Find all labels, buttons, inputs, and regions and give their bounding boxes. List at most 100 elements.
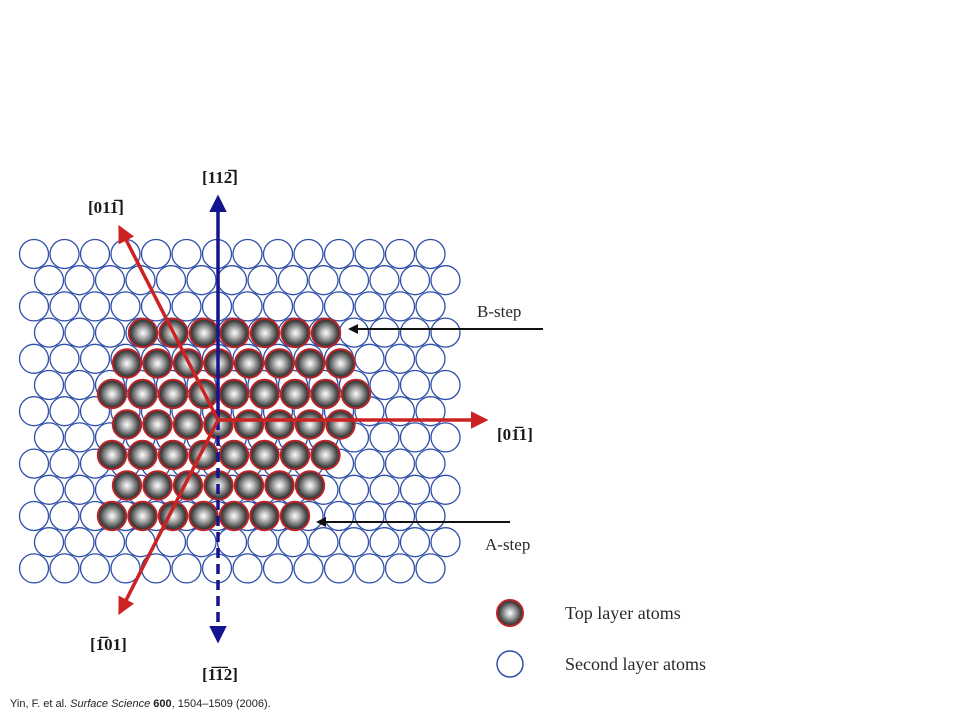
top-layer-atom [96, 439, 128, 471]
top-layer-atom [188, 317, 220, 349]
top-layer-atom [340, 378, 372, 410]
second-layer-atom [308, 265, 339, 296]
second-layer-atoms [18, 238, 461, 584]
arrow-lower-left-red [118, 419, 220, 616]
second-layer-atom [18, 343, 50, 374]
top-layer-atom [294, 409, 326, 440]
second-layer-atom [18, 396, 50, 427]
second-layer-atom [216, 527, 248, 558]
top-layer-atom [279, 439, 311, 471]
direction-label-down: [1̅1̅2] [202, 665, 238, 684]
second-layer-atom [247, 527, 278, 558]
second-layer-atom [369, 422, 400, 453]
second-layer-atom [399, 474, 431, 505]
second-layer-atom [293, 553, 324, 584]
second-layer-atom [110, 553, 141, 584]
second-layer-atom [110, 238, 141, 270]
second-layer-atom [323, 238, 355, 270]
legend-second-atom-icon [496, 650, 524, 678]
top-layer-atom [127, 378, 158, 410]
top-layer-atom [188, 500, 219, 532]
citation: Yin, F. et al. Surface Science 600, 1504… [10, 698, 271, 710]
second-layer-atom [308, 527, 339, 558]
second-layer-atom [49, 500, 80, 532]
second-layer-atom [94, 265, 126, 296]
top-layer-atom [127, 439, 158, 471]
top-layer-atom [218, 439, 250, 471]
second-layer-atom [338, 527, 370, 558]
second-layer-atom [64, 317, 95, 348]
top-layer-atom [310, 317, 342, 349]
second-layer-atom [293, 238, 324, 270]
second-layer-atom [18, 553, 50, 584]
second-layer-atom [399, 527, 431, 558]
second-layer-atom [94, 527, 126, 558]
top-layer-atom [325, 348, 356, 379]
second-layer-atom [49, 291, 80, 322]
second-layer-atom [430, 527, 461, 558]
second-layer-atom [338, 317, 370, 348]
direction-label-upper-left: [011̅] [88, 198, 124, 217]
top-layer-atom [264, 409, 295, 440]
second-layer-atom [354, 448, 385, 479]
second-layer-atom [79, 553, 111, 584]
top-layer-atom [219, 317, 250, 349]
direction-label-lower-left: [1̅01] [90, 635, 127, 654]
top-layer-atom [249, 500, 280, 532]
top-layer-atom [249, 317, 281, 349]
top-layer-atom [233, 348, 265, 379]
top-layer-atom [157, 439, 189, 471]
second-layer-atom [64, 265, 95, 296]
second-layer-atom [64, 474, 95, 505]
top-layer-atom [294, 470, 326, 501]
top-layer-atom [264, 470, 295, 501]
second-layer-atom [323, 291, 355, 322]
second-layer-atom [399, 369, 431, 401]
second-layer-atom [49, 238, 80, 270]
second-layer-atom [369, 317, 400, 348]
second-layer-atom [171, 238, 202, 270]
second-layer-atom [415, 553, 446, 584]
second-layer-atom [415, 500, 446, 532]
top-layer-atom [111, 348, 143, 379]
second-layer-atom [262, 238, 294, 270]
top-layer-atom [249, 378, 280, 410]
top-layer-atom [279, 500, 311, 532]
second-layer-atom [338, 474, 370, 505]
legend-second-layer-label: Second layer atoms [565, 654, 706, 674]
top-layer-atom [264, 348, 295, 379]
second-layer-atom [369, 265, 400, 296]
direction-label-right: [01̅1] [497, 425, 533, 444]
top-layer-atom [96, 500, 128, 532]
second-layer-atom [110, 291, 141, 322]
second-layer-atom [216, 265, 248, 296]
top-layer-atom [96, 378, 128, 410]
second-layer-atom [430, 265, 461, 296]
second-layer-atom [155, 265, 187, 296]
citation-journal: Surface Science [70, 698, 151, 710]
top-layer-atom [310, 378, 341, 410]
second-layer-atom [384, 448, 416, 479]
second-layer-atom [415, 448, 446, 479]
second-layer-atom [430, 422, 461, 453]
top-layer-atom [142, 348, 173, 379]
top-layer-atom [310, 439, 341, 471]
second-layer-atom [369, 527, 400, 558]
direction-label-up: [112̅] [202, 168, 238, 187]
second-layer-atom [262, 553, 294, 584]
second-layer-atom [49, 396, 80, 427]
top-layer-atoms [96, 317, 372, 532]
second-layer-atom [232, 238, 263, 270]
second-layer-atom [33, 474, 65, 505]
second-layer-atom [399, 422, 431, 453]
legend-top-atom-icon [496, 599, 524, 627]
second-layer-atom [18, 238, 50, 270]
second-layer-atom [33, 265, 65, 296]
second-layer-atom [186, 527, 217, 558]
second-layer-atom [49, 448, 80, 479]
top-layer-atom [157, 378, 189, 410]
top-layer-atom [233, 409, 265, 440]
citation-authors: Yin, F. et al. [10, 698, 68, 710]
second-layer-atom [415, 238, 446, 270]
